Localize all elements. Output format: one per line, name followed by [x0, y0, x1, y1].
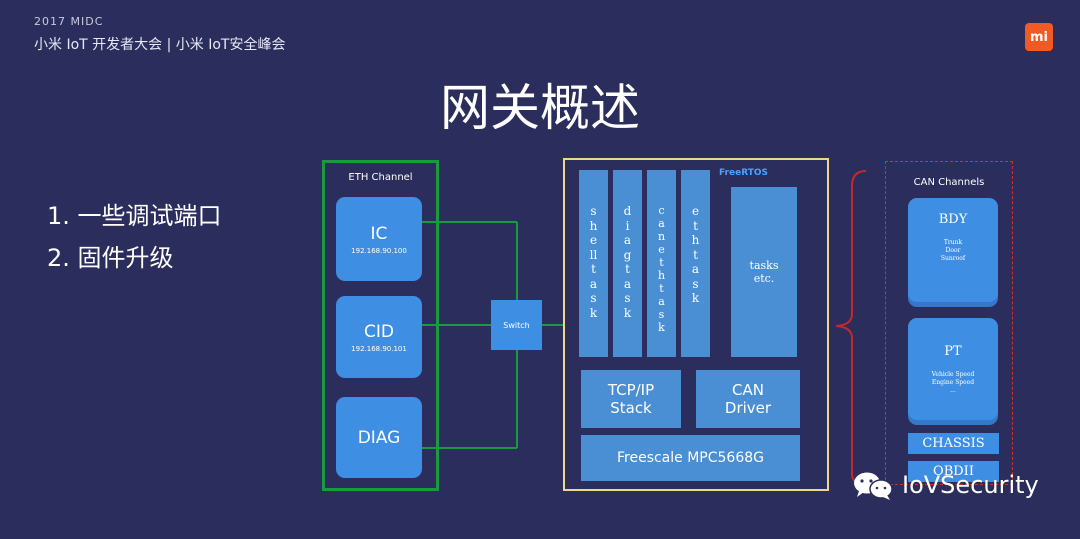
bdy-box: BDY Trunk Door Sunroof [908, 198, 998, 302]
bdy-sub: Door [945, 247, 961, 254]
can-bracket [835, 170, 867, 485]
obdii-box: OBDII [908, 461, 999, 482]
slide-title: 网关概述 [440, 79, 640, 137]
cid-ip: 192.168.90.101 [351, 344, 407, 353]
tasks-etc-line2: etc. [753, 272, 775, 285]
task-shell-label: shelltask [589, 204, 598, 320]
task-caneth-label: canethtask [657, 204, 666, 334]
bdy-sub: Trunk [943, 239, 963, 246]
ic-name: IC [370, 223, 388, 244]
freertos-frame [563, 158, 829, 491]
pt-name: PT [944, 344, 962, 359]
eth-channel-label: ETH Channel [348, 172, 413, 183]
watermark: IoVSecurity [852, 470, 1039, 500]
pt-sub: Engine Speed [931, 379, 975, 386]
task-eth: ethtask [681, 170, 710, 357]
diag-name: DIAG [357, 427, 401, 448]
can-channels-label: CAN Channels [913, 177, 985, 188]
can-channels-frame [885, 161, 1013, 485]
list-item: 1. 一些调试端口 [47, 202, 222, 230]
task-diag-label: diagtask [623, 204, 632, 320]
bdy-sub: Sunroof [940, 255, 966, 262]
freertos-label: FreeRTOS [719, 168, 769, 178]
event-year: 2017 MIDC [34, 15, 104, 28]
task-eth-label: ethtask [691, 204, 700, 305]
pt-box: PT Vehicle Speed Engine Speed ... [908, 318, 998, 420]
tcpip-line1: TCP/IP [607, 381, 655, 399]
wechat-icon [854, 472, 893, 500]
bdy-name: BDY [938, 212, 968, 227]
mi-logo-icon: mi [1025, 23, 1053, 51]
switch-box: Switch [491, 300, 542, 350]
ic-box: IC 192.168.90.100 [336, 197, 422, 281]
watermark-text: IoVSecurity [902, 471, 1039, 499]
pt-sub: Vehicle Speed [931, 371, 975, 378]
pt-sub: ... [950, 387, 956, 394]
cid-name: CID [364, 321, 394, 342]
chassis-box: CHASSIS [908, 433, 999, 454]
diag-box: DIAG [336, 397, 422, 478]
event-subtitle: 小米 IoT 开发者大会 | 小米 IoT安全峰会 [34, 37, 286, 53]
ic-ip: 192.168.90.100 [351, 246, 407, 255]
tasks-etc-line1: tasks [749, 259, 779, 272]
can-driver-line2: Driver [724, 399, 772, 417]
list-item: 2. 固件升级 [47, 244, 174, 272]
task-caneth: canethtask [647, 170, 676, 357]
cid-box: CID 192.168.90.101 [336, 296, 422, 378]
tcpip-line2: Stack [610, 399, 652, 417]
task-shell: shelltask [579, 170, 608, 357]
task-diag: diagtask [613, 170, 642, 357]
mcu-box: Freescale MPC5668G [581, 435, 800, 481]
eth-channel-frame [322, 160, 439, 491]
can-driver-line1: CAN [732, 381, 764, 399]
